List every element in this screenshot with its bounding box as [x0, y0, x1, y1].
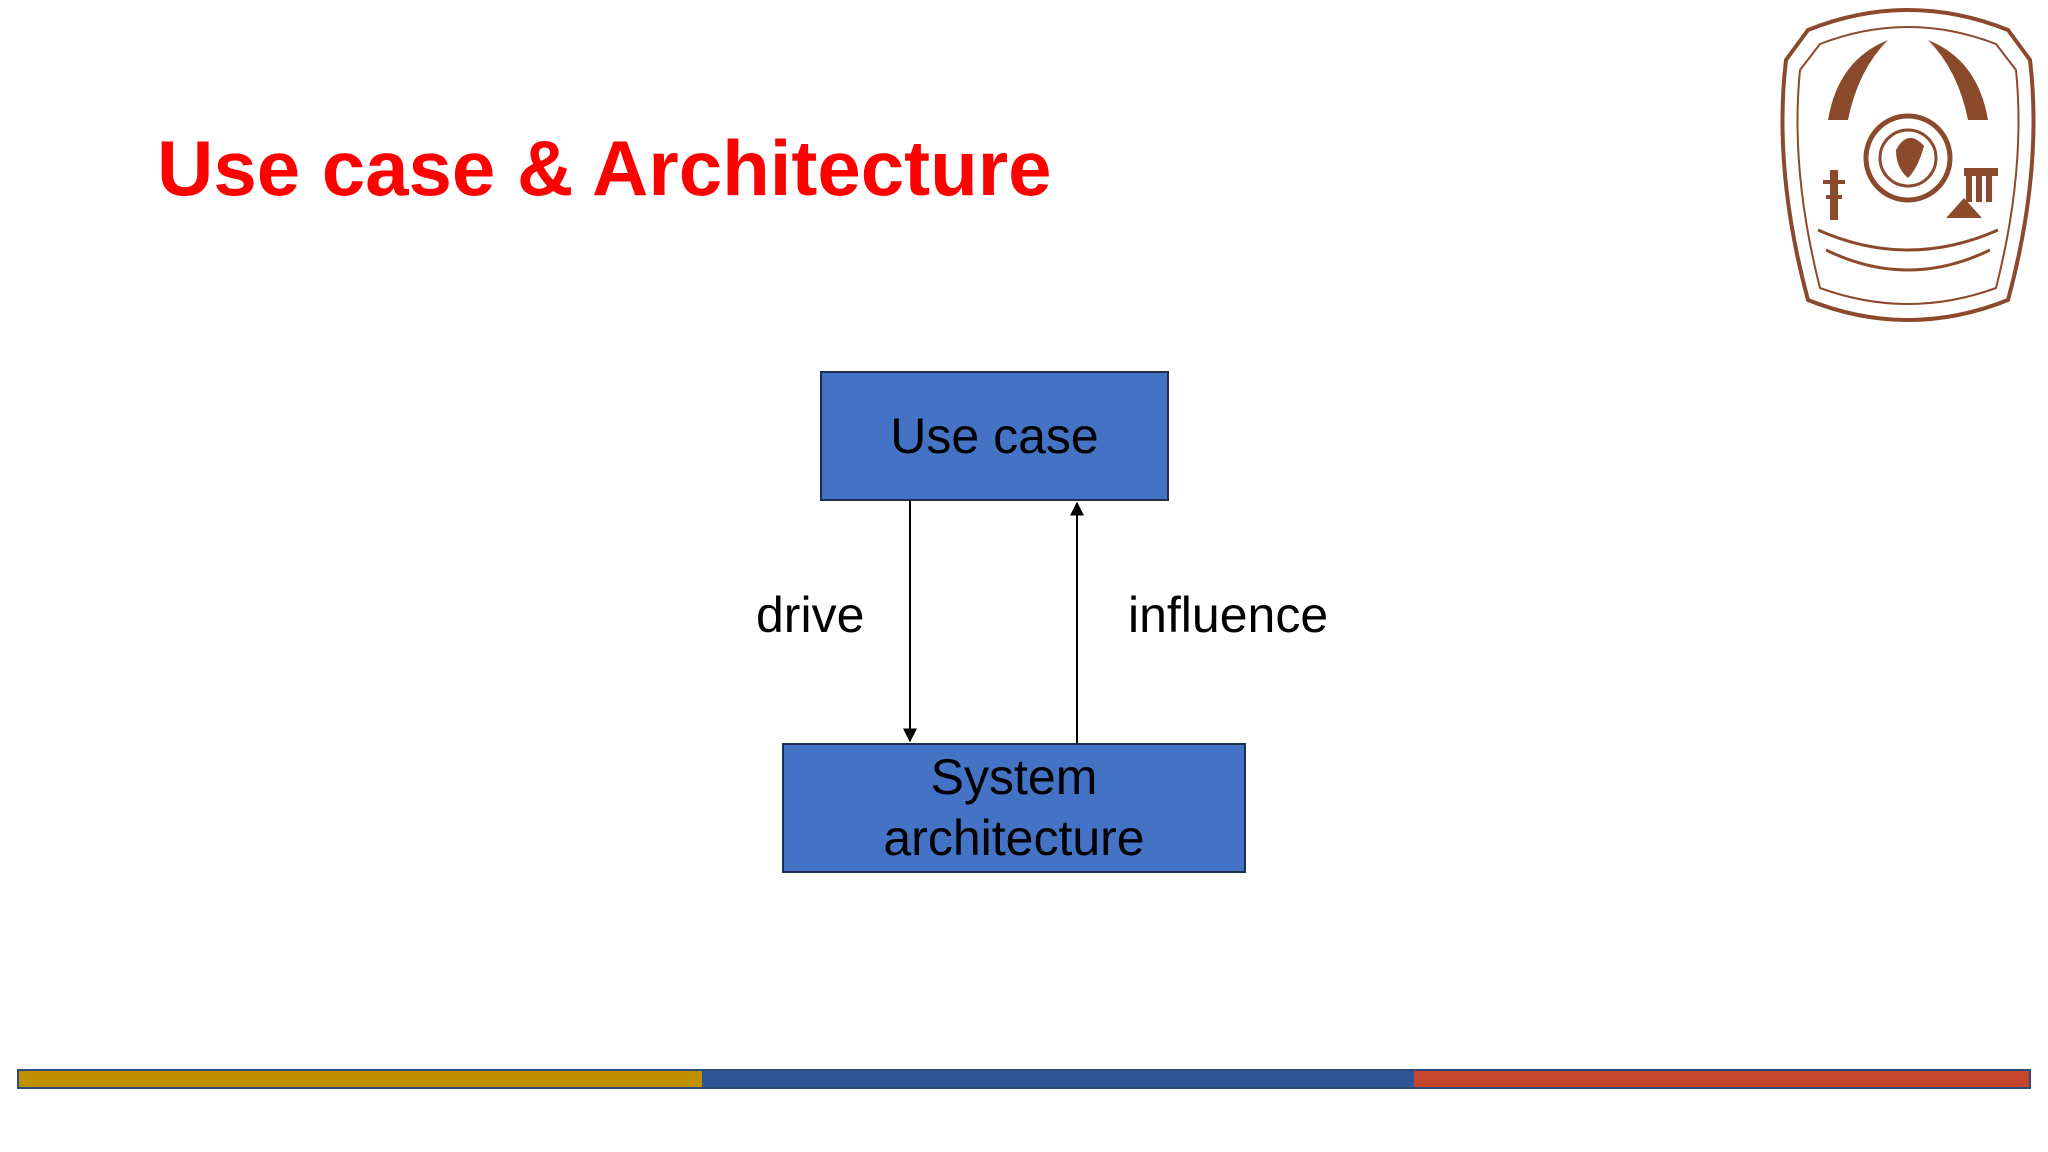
system-architecture-node: System architecture: [782, 743, 1246, 873]
footer-segment-gold: [19, 1071, 703, 1087]
footer-segment-red: [1413, 1071, 2029, 1087]
drive-edge-label: drive: [756, 587, 865, 643]
influence-edge-label: influence: [1128, 587, 1329, 643]
slide-title: Use case & Architecture: [157, 124, 1052, 212]
system-architecture-label-line2: architecture: [883, 810, 1145, 866]
footer-segment-blue: [702, 1071, 1414, 1087]
system-architecture-label-line1: System: [930, 749, 1098, 805]
footer-color-bar: [17, 1069, 2031, 1089]
use-case-node-label: Use case: [890, 407, 1099, 464]
institute-emblem-icon: [1780, 8, 2036, 322]
use-case-node: Use case: [820, 371, 1169, 501]
